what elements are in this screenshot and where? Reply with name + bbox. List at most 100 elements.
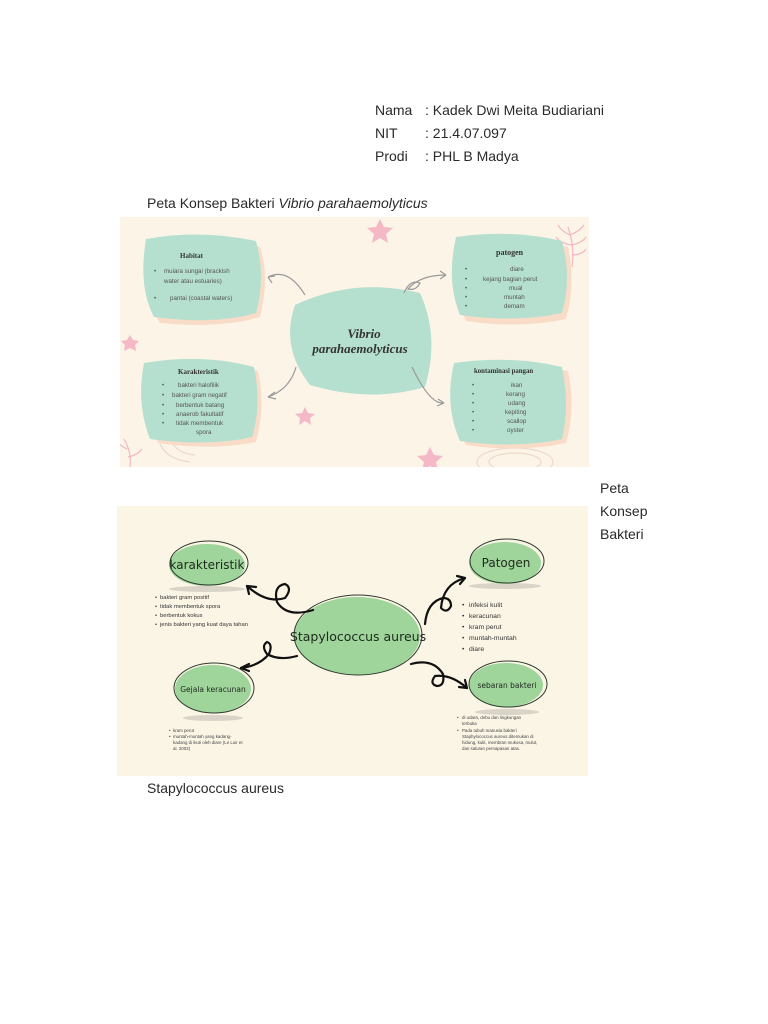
patogen-node bbox=[451, 233, 572, 325]
sebaran-node bbox=[468, 660, 548, 708]
center-title-line2: parahaemolyticus bbox=[311, 341, 407, 356]
list-item: infeksi kulit bbox=[469, 602, 502, 609]
list-item: diare bbox=[510, 266, 524, 273]
list-item: muntah-muntah yang kadang- bbox=[173, 734, 232, 739]
patogen-title: patogen bbox=[496, 248, 524, 257]
list-item: • bbox=[162, 420, 164, 427]
list-item: • bbox=[155, 595, 157, 601]
kontaminasi-node bbox=[450, 359, 572, 449]
list-item: • bbox=[462, 635, 465, 642]
karakteristik-title: karakteristik bbox=[170, 558, 245, 572]
list-item: • bbox=[462, 613, 465, 620]
list-item: terbuka bbox=[462, 721, 477, 726]
list-item: • bbox=[155, 604, 157, 610]
nit-value: : 21.4.07.097 bbox=[425, 125, 507, 141]
list-item: kejang bagian perut bbox=[483, 276, 538, 283]
list-item: di udara, debu dan lingkungan bbox=[462, 715, 522, 720]
staphylococcus-center-node bbox=[293, 594, 423, 676]
list-item: kerang bbox=[506, 391, 525, 398]
list-item: berbentuk kokus bbox=[160, 613, 203, 619]
connector-arrows bbox=[267, 270, 447, 407]
list-item: • bbox=[169, 728, 171, 733]
center-title: Stapylococcus aureus bbox=[290, 629, 426, 644]
list-item: hidung, kulit, membran mukosa, mulut, bbox=[462, 740, 537, 745]
concept-map-vibrio-canvas: Habitat • muiara sungai (brackish water … bbox=[120, 219, 587, 467]
gejala-title: Gejala keracunan bbox=[180, 685, 246, 694]
side-caption: Peta Konsep Bakteri bbox=[600, 477, 647, 546]
caption-staphylococcus: Stapylococcus aureus bbox=[147, 780, 284, 796]
karakteristik-node bbox=[169, 540, 249, 586]
list-item: al. 2003) bbox=[173, 746, 191, 751]
side-caption-line: Peta bbox=[600, 480, 629, 496]
list-item: • bbox=[457, 728, 459, 733]
list-item: • bbox=[154, 268, 156, 275]
kontaminasi-items: •ikan •kerang •udang •kepiting •scallop … bbox=[472, 382, 527, 434]
list-item: kepiting bbox=[505, 409, 527, 416]
name-value: : Kadek Dwi Meita Budiariani bbox=[425, 102, 604, 118]
list-item: scallop bbox=[507, 418, 527, 425]
karakteristik-node bbox=[141, 358, 262, 447]
node-shadows bbox=[169, 583, 541, 721]
gejala-items: •kram perut •muntah-muntah yang kadang- … bbox=[169, 728, 243, 751]
nit-row: NIT : 21.4.07.097 bbox=[375, 125, 675, 145]
list-item: • bbox=[472, 391, 474, 398]
gejala-node bbox=[173, 662, 255, 714]
list-item: dan saluran pernapasan atas. bbox=[462, 746, 520, 751]
list-item: • bbox=[465, 266, 467, 273]
list-item: berbentuk batang bbox=[176, 402, 225, 409]
identity-block: Nama : Kadek Dwi Meita Budiariani NIT : … bbox=[375, 102, 675, 172]
list-item: jenis bakteri yang kuat daya tahan bbox=[159, 622, 248, 628]
list-item: keracunan bbox=[469, 613, 501, 620]
list-item: bakteri gram negatif bbox=[172, 392, 227, 399]
list-item: tidak membentuk spora bbox=[160, 604, 221, 610]
list-item: bakteri halofilik bbox=[178, 382, 220, 389]
star-decoration-icon bbox=[121, 219, 443, 467]
list-item: • bbox=[155, 622, 157, 628]
list-item: Pada tubuh manusia bakteri bbox=[462, 728, 517, 733]
list-item: • bbox=[472, 382, 474, 389]
list-item: Staphylococcus aureus ditemukan di bbox=[462, 734, 534, 739]
list-item: pantai (coastal waters) bbox=[170, 295, 232, 302]
kontaminasi-title: kontaminasi pangan bbox=[474, 368, 533, 375]
sebaran-items: •di udara, debu dan lingkungan terbuka •… bbox=[457, 715, 537, 751]
center-title-line1: Vibrio bbox=[347, 326, 381, 341]
list-item: kadang di ikuti oleh diare (Le Loir et bbox=[173, 740, 243, 745]
concept-map-staphylococcus: karakteristik Patogen Gejala keracunan s… bbox=[117, 506, 588, 776]
list-item: • bbox=[462, 646, 465, 653]
list-item: spora bbox=[196, 429, 212, 436]
concept-map-staphylococcus-canvas: karakteristik Patogen Gejala keracunan s… bbox=[155, 538, 548, 751]
list-item: • bbox=[155, 613, 157, 619]
patogen-items: • diare • kejang bagian perut • mual • munta… bbox=[465, 266, 538, 310]
list-item: udang bbox=[508, 400, 526, 407]
habitat-node bbox=[143, 234, 265, 325]
list-item: tidak membentuk bbox=[176, 420, 224, 427]
list-item: muntah-muntah bbox=[469, 635, 517, 642]
prodi-row: Prodi : PHL B Madya bbox=[375, 148, 675, 168]
sebaran-title: sebaran bakteri bbox=[477, 681, 536, 690]
connector-arrows bbox=[239, 574, 469, 690]
caption-vibrio-prefix: Peta Konsep Bakteri bbox=[147, 195, 279, 211]
caption-vibrio-species: Vibrio parahaemolyticus bbox=[278, 195, 428, 211]
list-item: bakteri gram positif bbox=[160, 595, 209, 601]
list-item: muiara sungai (brackish bbox=[164, 268, 230, 275]
caption-vibrio: Peta Konsep Bakteri Vibrio parahaemolyti… bbox=[147, 195, 428, 211]
patogen-items: •infeksi kulit •keracunan •kram perut •m… bbox=[462, 602, 517, 653]
list-item: • bbox=[162, 402, 164, 409]
list-item: • bbox=[462, 602, 465, 609]
habitat-title: Habitat bbox=[180, 252, 204, 260]
list-item: • bbox=[465, 303, 467, 310]
side-caption-line: Konsep bbox=[600, 503, 648, 519]
karakteristik-items: •bakteri gram positif •tidak membentuk s… bbox=[155, 595, 248, 628]
list-item: muntah bbox=[504, 294, 525, 301]
list-item: kram perut bbox=[173, 728, 195, 733]
karakteristik-items: • bakteri halofilik • bakteri gram negatif… bbox=[162, 382, 227, 436]
list-item: • bbox=[465, 294, 467, 301]
list-item: • bbox=[162, 392, 164, 399]
list-item: oyster bbox=[507, 427, 524, 434]
prodi-value: : PHL B Madya bbox=[425, 148, 519, 164]
list-item: • bbox=[472, 418, 474, 425]
vibrio-center-node bbox=[290, 287, 432, 395]
list-item: mual bbox=[509, 285, 522, 292]
list-item: • bbox=[465, 276, 467, 283]
list-item: • bbox=[162, 382, 164, 389]
